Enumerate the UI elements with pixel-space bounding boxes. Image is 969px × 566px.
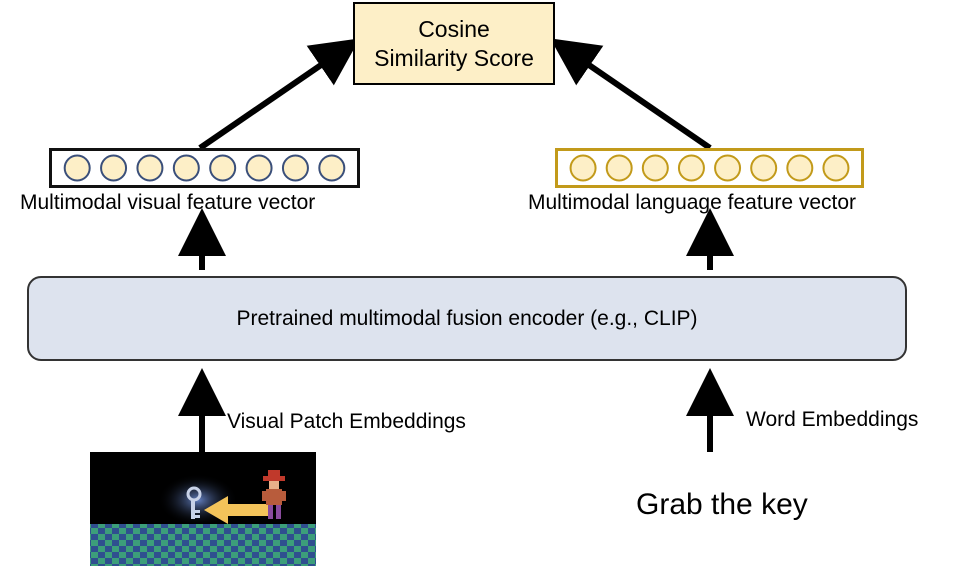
visual-feature-vector — [49, 148, 360, 188]
encoder-label: Pretrained multimodal fusion encoder (e.… — [236, 306, 698, 330]
arrow-language-to-score — [550, 38, 712, 151]
language-vector-cell — [750, 154, 778, 182]
language-vector-cell — [605, 154, 633, 182]
cosine-similarity-box: Cosine Similarity Score — [353, 2, 555, 85]
language-vector-cell — [822, 154, 850, 182]
language-vector-cell — [786, 154, 814, 182]
language-vector-cell — [677, 154, 705, 182]
language-vector-cell — [641, 154, 669, 182]
score-line-1: Cosine — [418, 15, 490, 42]
score-line-2: Similarity Score — [374, 44, 534, 71]
visual-vector-cell — [100, 154, 128, 182]
key-icon — [186, 486, 202, 519]
visual-vector-cell — [245, 154, 273, 182]
visual-vector-cell — [281, 154, 309, 182]
visual-vector-cell — [136, 154, 164, 182]
language-feature-vector — [555, 148, 864, 188]
visual-vector-cell — [63, 154, 91, 182]
arrow-visual-to-score — [198, 38, 360, 151]
word-embeddings-label: Word Embeddings — [746, 408, 919, 431]
fusion-encoder-box: Pretrained multimodal fusion encoder (e.… — [27, 276, 907, 361]
language-vector-label: Multimodal language feature vector — [528, 191, 857, 214]
language-vector-cell — [714, 154, 742, 182]
visual-patch-label: Visual Patch Embeddings — [227, 410, 466, 433]
character-icon — [262, 470, 286, 519]
language-vector-cell — [569, 154, 597, 182]
game-frame-image — [90, 452, 316, 566]
language-vector-cells — [569, 154, 850, 182]
visual-vector-cell — [172, 154, 200, 182]
instruction-text: Grab the key — [636, 488, 808, 521]
visual-vector-label: Multimodal visual feature vector — [20, 191, 316, 214]
visual-vector-cells — [63, 154, 346, 182]
visual-vector-cell — [209, 154, 237, 182]
game-arrow-icon — [204, 496, 268, 524]
visual-vector-cell — [318, 154, 346, 182]
